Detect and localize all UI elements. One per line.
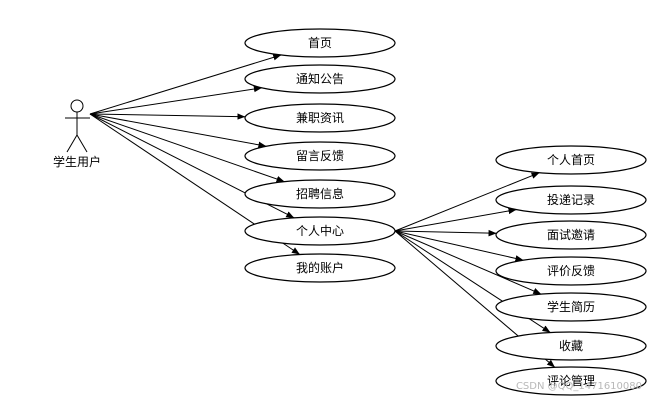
use-case-resume-label: 学生简历 bbox=[547, 299, 595, 314]
use-case-my-account-shape bbox=[244, 253, 396, 283]
use-case-feedback: 留言反馈 bbox=[244, 141, 396, 171]
use-case-comments: 评论管理 bbox=[495, 366, 647, 396]
use-case-parttime-label: 兼职资讯 bbox=[296, 111, 344, 125]
edge-actor-to-uc-parttime bbox=[89, 113, 246, 120]
edges-layer bbox=[89, 54, 556, 368]
use-case-personal-home: 个人首页 bbox=[495, 145, 647, 175]
use-case-interview: 面试邀请 bbox=[495, 220, 647, 250]
use-case-delivery-shape bbox=[495, 185, 647, 215]
use-case-parttime: 兼职资讯 bbox=[244, 103, 396, 133]
use-case-home-label: 首页 bbox=[308, 36, 332, 50]
use-case-favorites: 收藏 bbox=[495, 331, 647, 361]
use-case-favorites-label: 收藏 bbox=[559, 339, 583, 353]
use-case-resume: 学生简历 bbox=[495, 292, 647, 322]
use-case-personal-home-shape bbox=[495, 145, 647, 175]
actor-label: 学生用户 bbox=[53, 154, 101, 169]
use-case-personal-center-shape bbox=[244, 216, 396, 246]
use-case-recruit-label: 招聘信息 bbox=[296, 186, 344, 201]
use-case-comments-label: 评论管理 bbox=[547, 373, 595, 388]
edge-actor-to-uc-home bbox=[89, 54, 282, 115]
use-case-personal-center-label: 个人中心 bbox=[296, 223, 344, 238]
use-case-personal-center: 个人中心 bbox=[244, 216, 396, 246]
use-case-review-shape bbox=[495, 256, 647, 286]
use-case-notice-label: 通知公告 bbox=[296, 72, 344, 86]
use-case-my-account-label: 我的账户 bbox=[296, 260, 344, 275]
edge-uc-personal-center-to-uc-interview bbox=[394, 229, 497, 237]
use-case-feedback-shape bbox=[244, 141, 396, 171]
use-case-interview-label: 面试邀请 bbox=[547, 227, 595, 242]
edge-uc-personal-center-to-uc-resume bbox=[394, 230, 542, 295]
edge-actor-to-uc-recruit bbox=[89, 113, 285, 183]
use-case-personal-home-label: 个人首页 bbox=[547, 153, 595, 167]
use-case-my-account: 我的账户 bbox=[244, 253, 396, 283]
use-case-review: 评价反馈 bbox=[495, 256, 647, 286]
use-case-recruit-shape bbox=[244, 179, 396, 209]
use-case-resume-shape bbox=[495, 292, 647, 322]
edge-uc-personal-center-to-uc-delivery bbox=[394, 207, 517, 232]
use-case-delivery-label: 投递记录 bbox=[547, 192, 595, 207]
use-case-feedback-label: 留言反馈 bbox=[296, 149, 344, 163]
use-case-interview-shape bbox=[495, 220, 647, 250]
actor-icon bbox=[65, 99, 90, 153]
use-case-home: 首页 bbox=[244, 28, 396, 58]
use-case-home-shape bbox=[244, 28, 396, 58]
use-case-favorites-shape bbox=[495, 331, 647, 361]
actor: 学生用户 bbox=[53, 99, 101, 169]
use-case-recruit: 招聘信息 bbox=[244, 179, 396, 209]
use-case-review-label: 评价反馈 bbox=[547, 264, 595, 278]
watermark: CSDN @QQ_1471610080 bbox=[516, 381, 642, 392]
use-case-parttime-shape bbox=[244, 103, 396, 133]
use-case-notice: 通知公告 bbox=[244, 64, 396, 94]
edge-uc-personal-center-to-uc-personal-home bbox=[394, 172, 540, 232]
use-case-notice-shape bbox=[244, 64, 396, 94]
use-case-comments-shape bbox=[495, 366, 647, 396]
edge-uc-personal-center-to-uc-review bbox=[394, 230, 524, 262]
use-case-delivery: 投递记录 bbox=[495, 185, 647, 215]
edge-actor-to-uc-notice bbox=[89, 85, 262, 115]
edge-actor-to-uc-feedback bbox=[89, 113, 267, 148]
